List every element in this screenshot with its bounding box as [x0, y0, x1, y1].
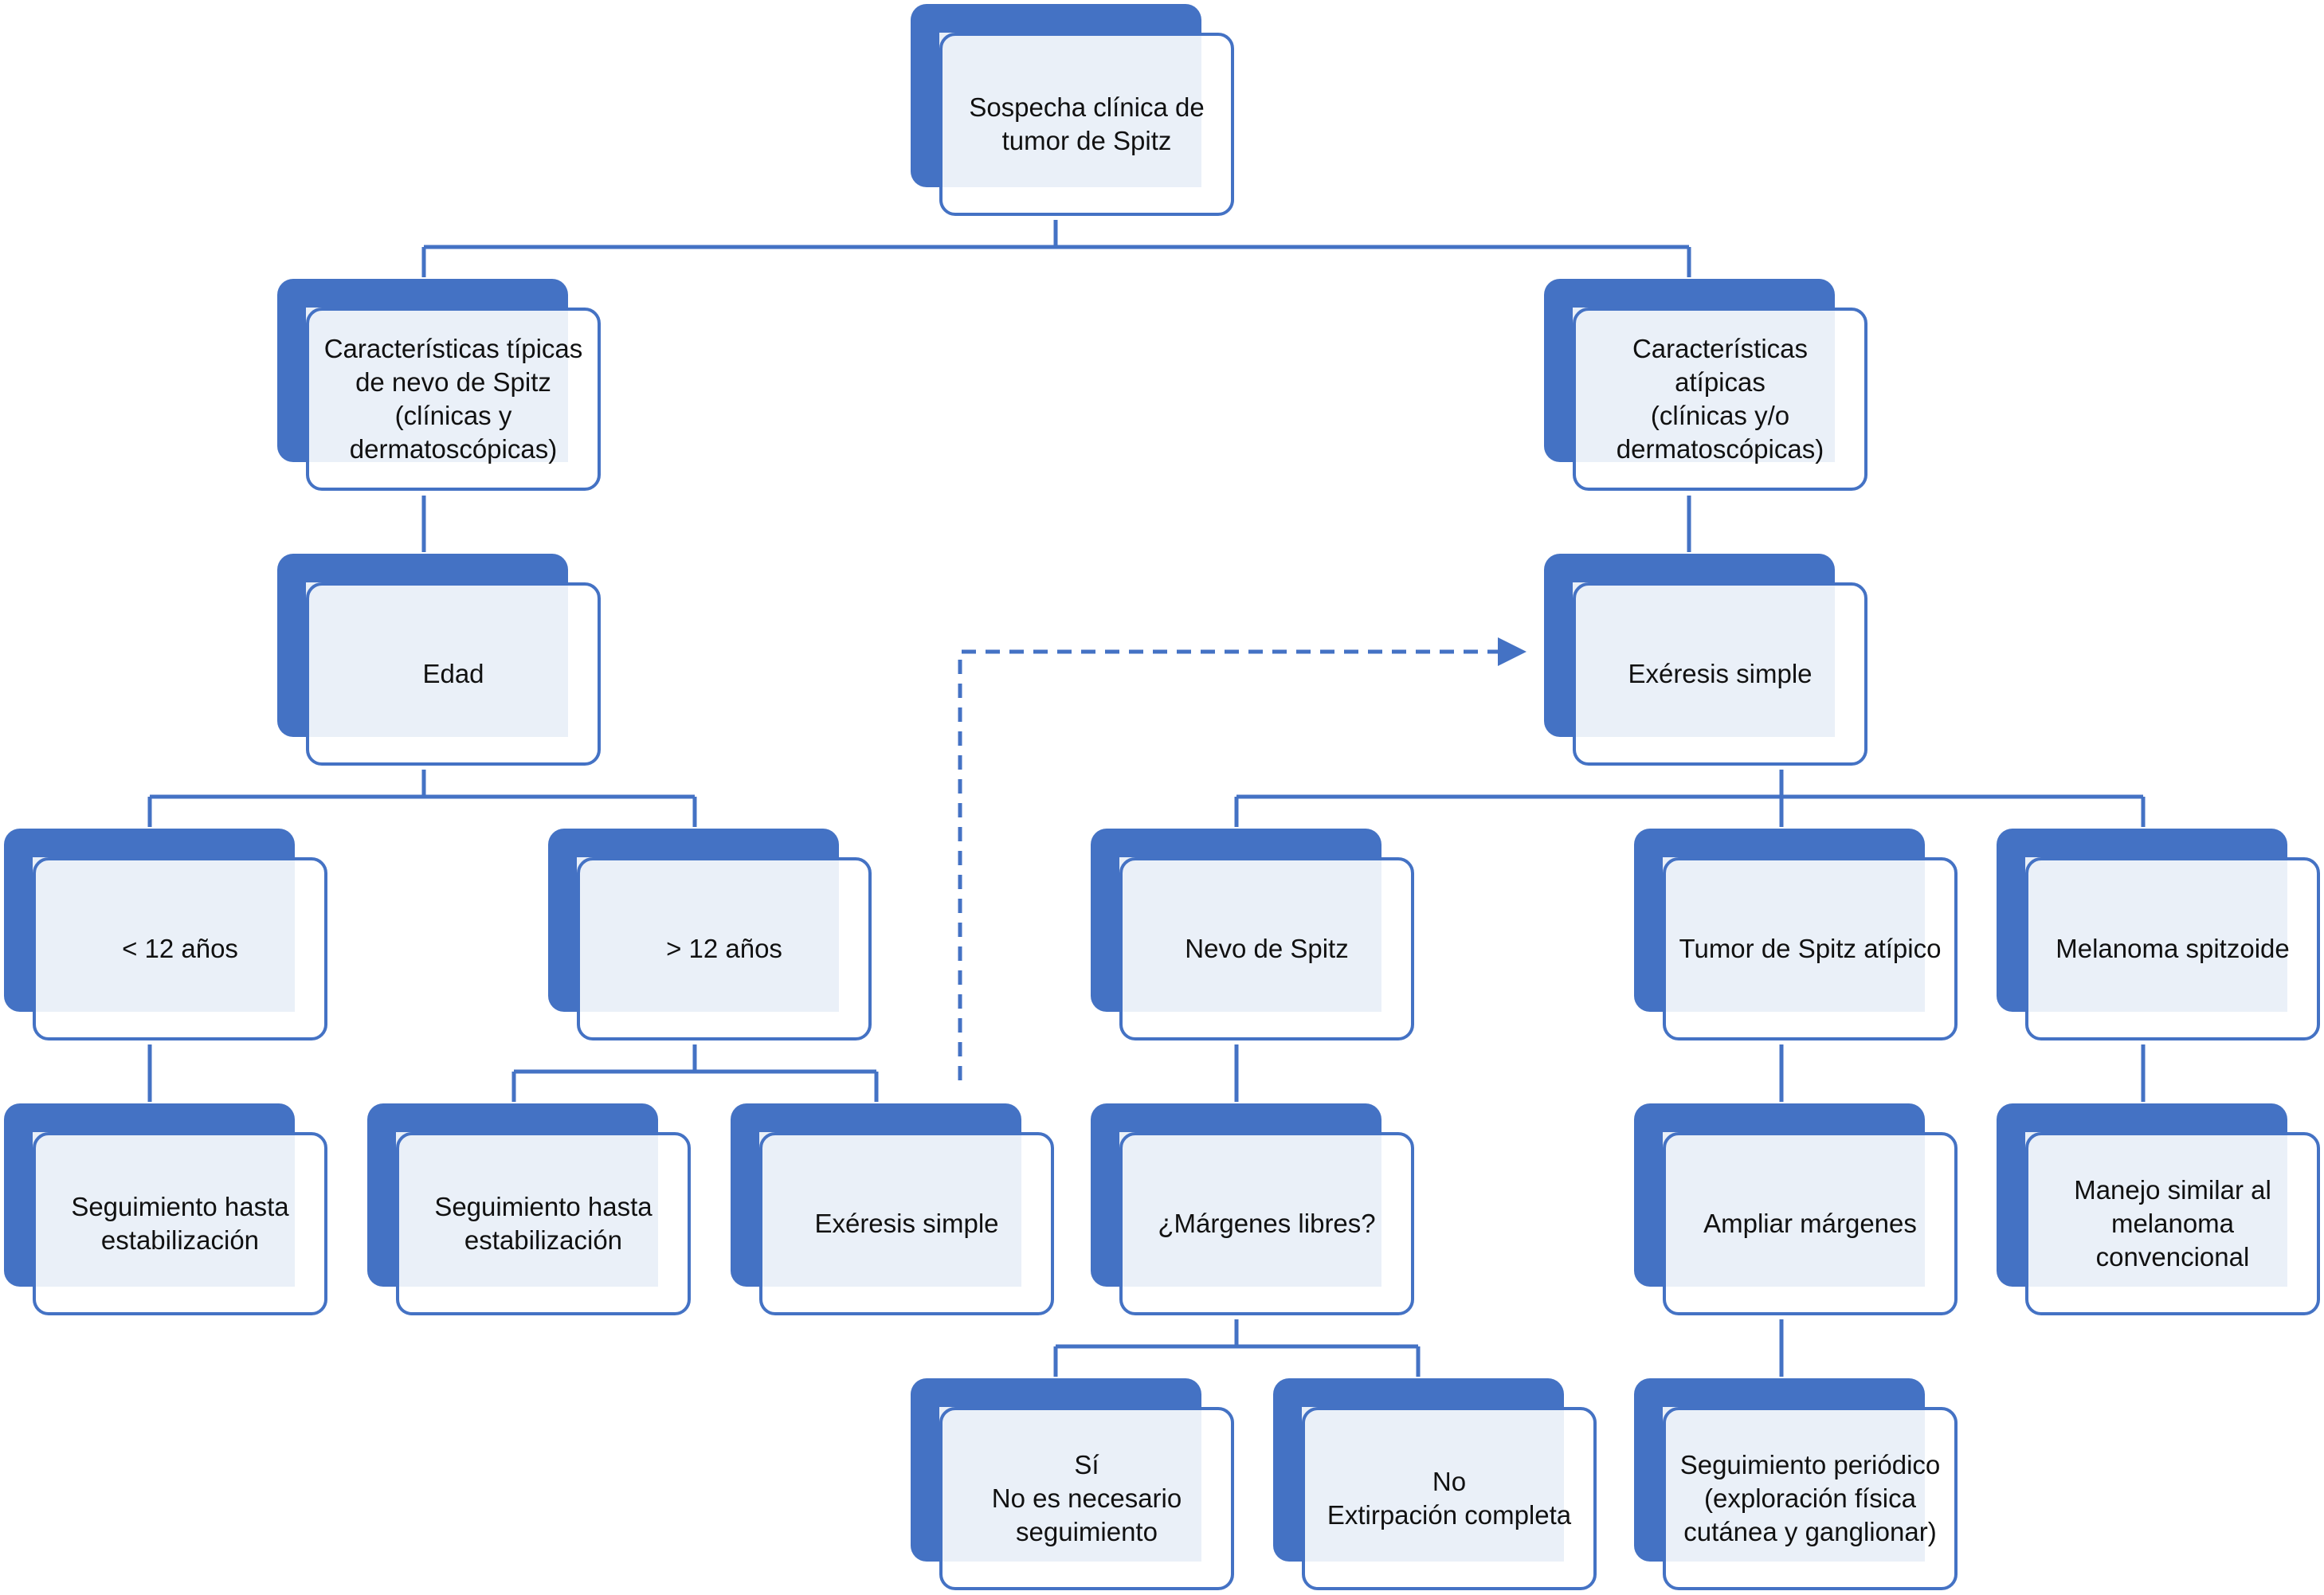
- node-label: Sospecha clínica de tumor de Spitz: [969, 92, 1205, 155]
- node-caracteristicas-atipicas: Características atípicas (clínicas y/o d…: [1544, 279, 1871, 491]
- node-label: No Extirpación completa: [1327, 1467, 1572, 1530]
- node-label: Manejo similar al melanoma convencional: [2074, 1175, 2271, 1272]
- node-menor-12: < 12 años: [4, 829, 331, 1040]
- node-label: Tumor de Spitz atípico: [1679, 934, 1942, 963]
- node-si-no-seguimiento: Sí No es necesario seguimiento: [911, 1378, 1237, 1590]
- node-label: Nevo de Spitz: [1185, 934, 1349, 963]
- node-edad: Edad: [277, 554, 604, 766]
- node-caracteristicas-tipicas: Características típicas de nevo de Spitz…: [277, 279, 604, 491]
- node-label: < 12 años: [122, 934, 238, 963]
- node-tumor-spitz-atipico: Tumor de Spitz atípico: [1634, 829, 1961, 1040]
- node-label: Características atípicas (clínicas y/o d…: [1616, 334, 1824, 464]
- node-manejo-melanoma: Manejo similar al melanoma convencional: [1997, 1103, 2323, 1315]
- node-label: Ampliar márgenes: [1703, 1209, 1917, 1238]
- node-label: ¿Márgenes libres?: [1158, 1209, 1376, 1238]
- node-melanoma-spitzoide: Melanoma spitzoide: [1997, 829, 2323, 1040]
- node-exeresis-simple-mayor: Exéresis simple: [731, 1103, 1057, 1315]
- node-label: > 12 años: [666, 934, 782, 963]
- node-sospecha-clinica: Sospecha clínica de tumor de Spitz: [911, 4, 1237, 216]
- node-seguimiento-periodico: Seguimiento periódico (exploración físic…: [1634, 1378, 1961, 1590]
- node-label: Seguimiento periódico (exploración físic…: [1679, 1450, 1941, 1546]
- node-ampliar-margenes: Ampliar márgenes: [1634, 1103, 1961, 1315]
- node-nevo-de-spitz: Nevo de Spitz: [1091, 829, 1417, 1040]
- node-label: Exéresis simple: [814, 1209, 999, 1238]
- node-no-extirpacion: No Extirpación completa: [1273, 1378, 1600, 1590]
- node-label: Exéresis simple: [1628, 659, 1813, 688]
- node-label: Sí No es necesario seguimiento: [991, 1450, 1182, 1546]
- node-seguimiento-mayor: Seguimiento hasta estabilización: [367, 1103, 694, 1315]
- node-label: Seguimiento hasta estabilización: [71, 1192, 289, 1255]
- node-label: Edad: [422, 659, 484, 688]
- node-label: Características típicas de nevo de Spitz…: [323, 334, 583, 464]
- node-seguimiento-menor: Seguimiento hasta estabilización: [4, 1103, 331, 1315]
- node-mayor-12: > 12 años: [548, 829, 875, 1040]
- node-margenes-libres: ¿Márgenes libres?: [1091, 1103, 1417, 1315]
- node-exeresis-simple-main: Exéresis simple: [1544, 554, 1871, 766]
- node-label: Seguimiento hasta estabilización: [434, 1192, 653, 1255]
- node-label: Melanoma spitzoide: [2056, 934, 2290, 963]
